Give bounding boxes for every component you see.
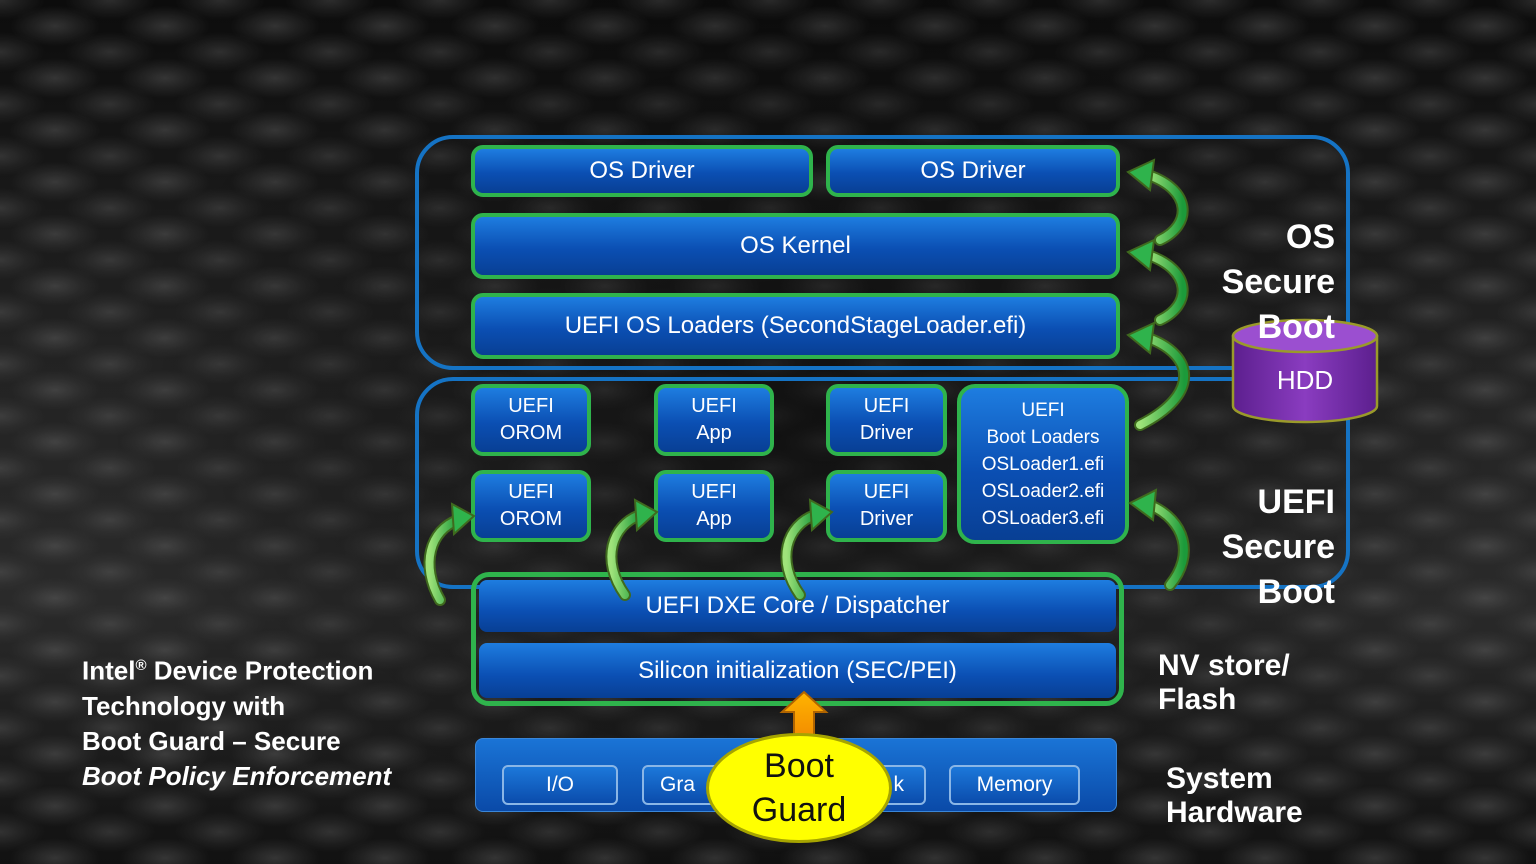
intel-caption-line-1-rest: Device Protection: [146, 655, 374, 686]
uefi-orom-label-1: UEFI OROM: [499, 395, 563, 444]
uefi-boot-loaders-box: UEFI Boot Loaders OSLoader1.efi OSLoader…: [957, 384, 1129, 544]
chain-arrow-icon-1: [1126, 158, 1189, 246]
hardware-chip-memory: Memory: [949, 765, 1080, 805]
uefi-secure-boot-label: UEFI Secure Boot: [1150, 435, 1335, 615]
intel-caption-line-1: Intel® Device Protection: [82, 648, 462, 689]
intel-caption-line-3: Boot Guard – Secure: [82, 725, 341, 756]
chain-arrow-icon-2: [1126, 238, 1189, 326]
intel-caption: Intel® Device Protection Technology with…: [82, 648, 462, 794]
uefi-os-loaders-box: UEFI OS Loaders (SecondStageLoader.efi): [471, 293, 1120, 359]
os-driver-box-1: OS Driver: [471, 145, 813, 197]
os-driver-box-2: OS Driver: [826, 145, 1120, 197]
os-kernel-box: OS Kernel: [471, 213, 1120, 279]
hardware-chip-graphics-label: Gra: [660, 773, 696, 796]
silicon-init-label: Silicon initialization (SEC/PEI): [638, 656, 957, 684]
uefi-driver-label-2: UEFI Driver: [859, 481, 914, 530]
silicon-init-box: Silicon initialization (SEC/PEI): [479, 643, 1116, 698]
os-secure-boot-label: OS Secure Boot: [1150, 170, 1335, 350]
uefi-app-label-1: UEFI App: [691, 395, 737, 444]
hdd-label: HDD: [1233, 362, 1377, 398]
hdd-cylinder-icon: [1231, 318, 1379, 424]
uefi-orom-box-2: UEFI OROM: [471, 470, 591, 542]
os-secure-boot-label-text: OS Secure Boot: [1221, 218, 1335, 346]
uefi-app-label-2: UEFI App: [691, 481, 737, 530]
os-secure-boot-region: [415, 135, 1350, 370]
chain-arrow-icon-3: [1126, 321, 1190, 431]
system-hardware-label: System Hardware: [1166, 728, 1386, 830]
nv-store-flash-label: NV store/ Flash: [1158, 615, 1378, 717]
intel-word: Intel: [82, 655, 136, 686]
registered-mark: ®: [135, 657, 147, 674]
boot-guard-label: Boot Guard: [751, 747, 847, 829]
intel-caption-line-2: Technology with: [82, 690, 286, 721]
uefi-os-loaders-label: UEFI OS Loaders (SecondStageLoader.efi): [564, 312, 1027, 339]
os-driver-label-1: OS Driver: [589, 157, 695, 184]
chain-arrow-icon-5: [423, 502, 476, 606]
hardware-chip-io: I/O: [502, 765, 618, 805]
system-hardware-label-text: System Hardware: [1166, 762, 1303, 829]
hardware-chip-network-label: k: [893, 773, 905, 796]
boot-guard-up-arrow-icon: [779, 690, 829, 741]
uefi-driver-box-1: UEFI Driver: [826, 384, 947, 456]
chain-arrow-icon-4: [1128, 488, 1190, 591]
chain-arrow-icon-7: [780, 498, 834, 601]
uefi-secure-boot-label-text: UEFI Secure Boot: [1221, 483, 1335, 611]
uefi-driver-box-2: UEFI Driver: [826, 470, 947, 542]
uefi-driver-label-1: UEFI Driver: [859, 395, 914, 444]
chain-arrow-icon-6: [605, 498, 659, 601]
uefi-boot-loaders-label: UEFI Boot Loaders OSLoader1.efi OSLoader…: [981, 399, 1105, 529]
boot-guard-ellipse: Boot Guard: [706, 733, 892, 843]
uefi-orom-label-2: UEFI OROM: [499, 481, 563, 530]
nv-store-flash-label-text: NV store/ Flash: [1158, 649, 1290, 716]
uefi-app-box-2: UEFI App: [654, 470, 774, 542]
intel-caption-line-4: Boot Policy Enforcement: [82, 760, 392, 791]
os-kernel-label: OS Kernel: [740, 232, 851, 259]
uefi-app-box-1: UEFI App: [654, 384, 774, 456]
uefi-dxe-core-box: UEFI DXE Core / Dispatcher: [479, 580, 1116, 632]
hardware-chip-io-label: I/O: [545, 773, 574, 796]
hdd-label-text: HDD: [1276, 365, 1334, 395]
uefi-orom-box-1: UEFI OROM: [471, 384, 591, 456]
hardware-chip-memory-label: Memory: [976, 773, 1053, 796]
os-driver-label-2: OS Driver: [920, 157, 1026, 184]
